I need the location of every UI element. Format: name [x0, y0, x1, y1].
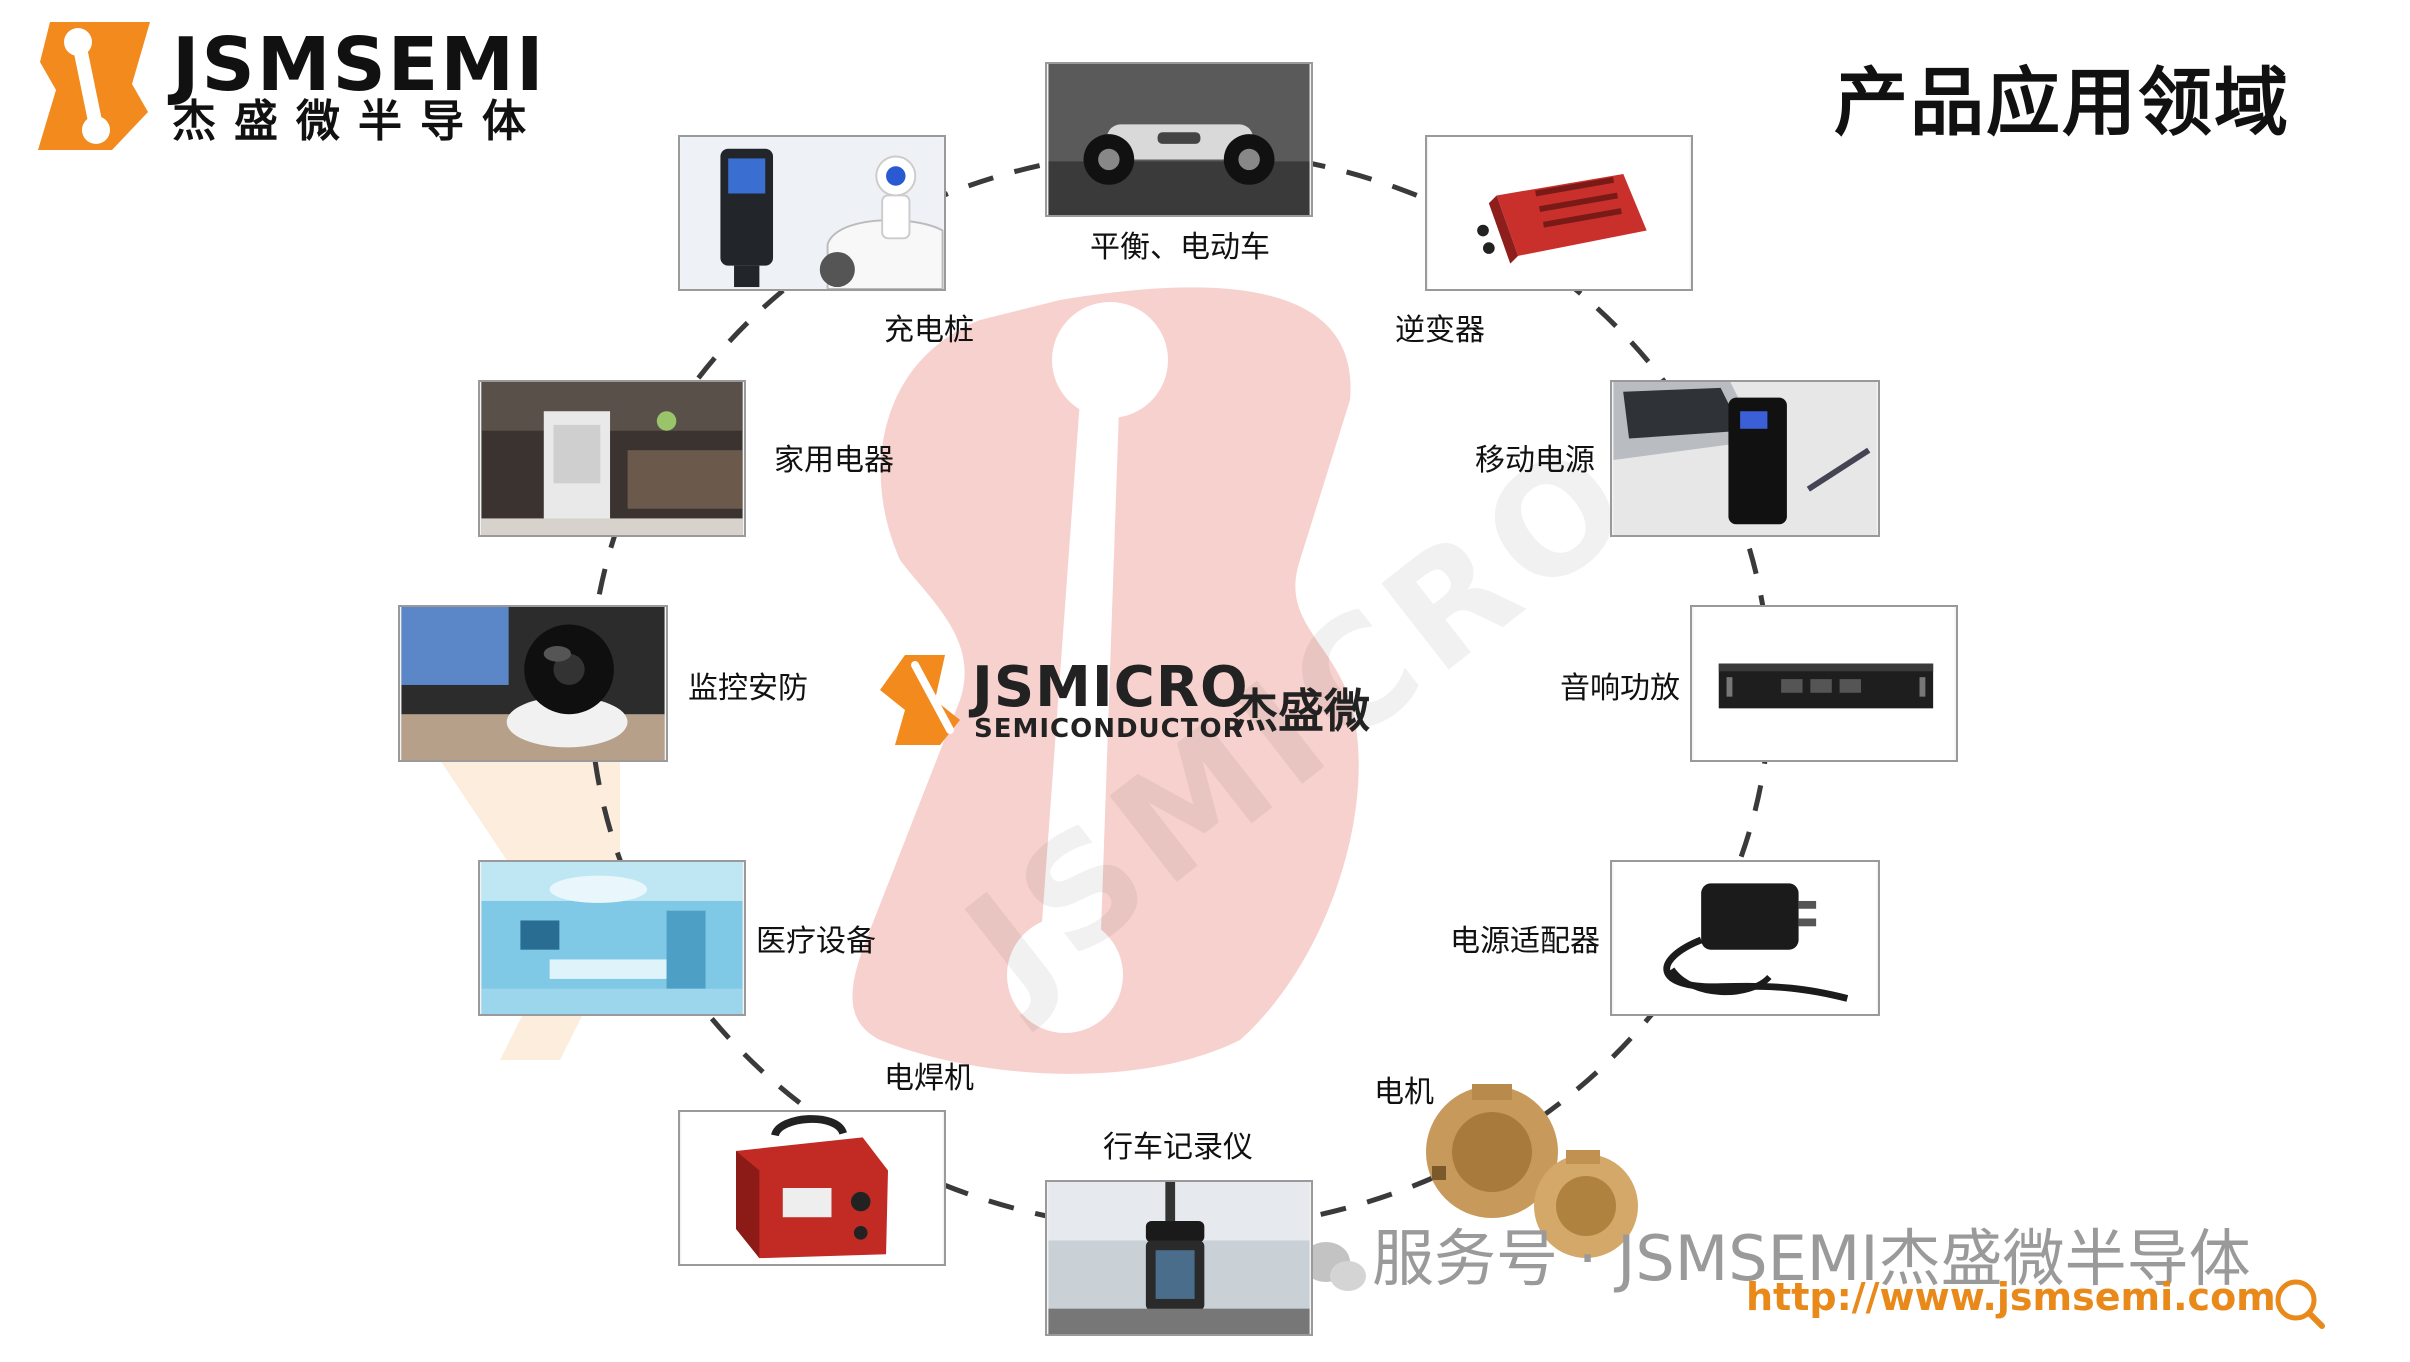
power-adapter-icon	[1613, 862, 1877, 1014]
card-welder	[678, 1110, 946, 1266]
card-powerbank	[1610, 380, 1880, 537]
inverter-icon	[1428, 137, 1690, 289]
brand-name-en: JSMSEMI	[172, 22, 546, 108]
card-balance	[1045, 62, 1313, 217]
footer-service-label: 服务号 · JSMSEMI杰盛微半导体	[1372, 1222, 2251, 1295]
center-logo-cn: 杰盛微	[1232, 684, 1370, 738]
wechat-icon	[1302, 1242, 1366, 1291]
label-adapter: 电源适配器	[1450, 924, 1600, 959]
brand-logo-icon	[38, 22, 150, 150]
electric-motor-icon	[1426, 1084, 1638, 1258]
medical-equipment-icon	[481, 862, 743, 1014]
card-medical	[478, 860, 746, 1016]
label-powerbank: 移动电源	[1475, 443, 1595, 478]
dashcam-icon	[1048, 1182, 1310, 1334]
hoverboard-icon	[1048, 64, 1310, 215]
label-appliance: 家用电器	[774, 443, 894, 478]
card-inverter	[1425, 135, 1693, 291]
card-charging	[678, 135, 946, 291]
watermark-dot-top	[1052, 302, 1168, 418]
air-purifier-icon	[481, 382, 743, 535]
watermark-bar	[1040, 380, 1120, 960]
label-medical: 医疗设备	[756, 924, 876, 959]
label-charging: 充电桩	[884, 313, 974, 348]
welding-machine-icon	[681, 1112, 943, 1264]
label-motor: 电机	[1374, 1075, 1434, 1110]
label-audio: 音响功放	[1560, 671, 1680, 706]
center-logo-icon	[880, 655, 960, 745]
card-adapter	[1610, 860, 1880, 1016]
amplifier-icon	[1693, 607, 1955, 760]
label-inverter: 逆变器	[1395, 313, 1485, 348]
charging-pile-icon	[681, 137, 944, 289]
center-logo-subtitle: SEMICONDUCTOR	[974, 714, 1244, 744]
center-logo-name: JSMICRO	[972, 655, 1249, 720]
page-title: 产品应用领域	[1834, 60, 2290, 146]
card-motor	[1412, 1066, 1657, 1266]
brand-name-cn: 杰盛微半导体	[172, 96, 544, 147]
label-security: 监控安防	[688, 671, 808, 706]
label-dashcam: 行车记录仪	[1103, 1130, 1253, 1165]
card-dashcam	[1045, 1180, 1313, 1336]
label-balance: 平衡、电动车	[1090, 230, 1270, 265]
security-camera-icon	[401, 607, 665, 760]
card-appliance	[478, 380, 746, 537]
search-icon	[2275, 1279, 2325, 1329]
card-audio	[1690, 605, 1958, 762]
footer-url[interactable]: http://www.jsmsemi.com	[1746, 1275, 2276, 1319]
label-welder: 电焊机	[884, 1061, 974, 1096]
card-security	[398, 605, 668, 762]
power-bank-icon	[1613, 382, 1877, 535]
